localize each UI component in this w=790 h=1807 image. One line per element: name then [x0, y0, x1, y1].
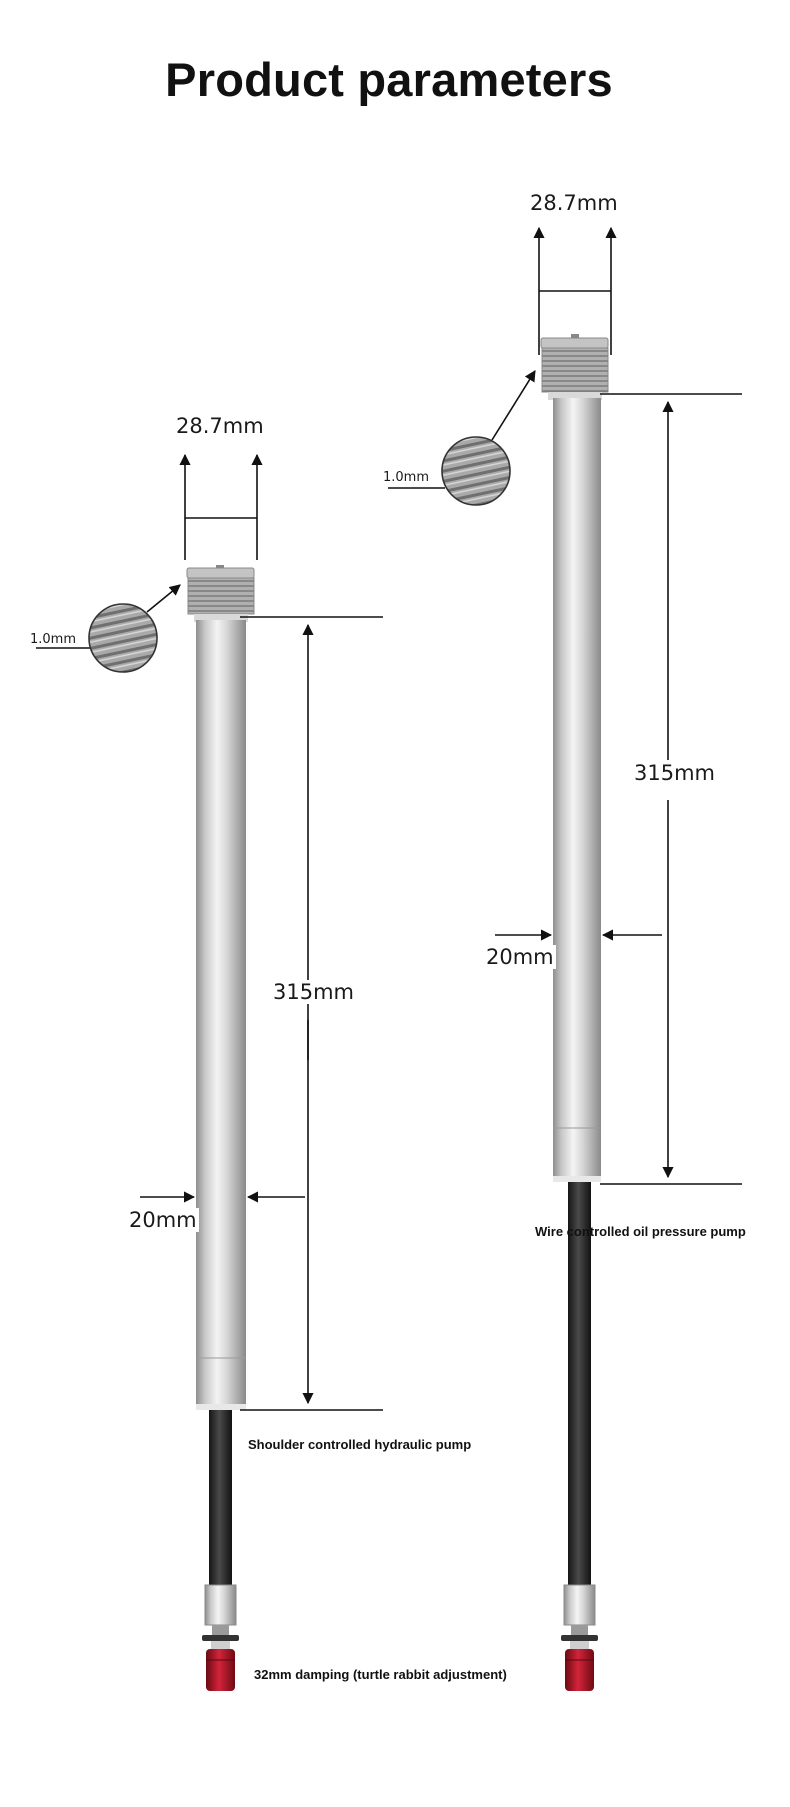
left-thread-zoom [88, 603, 158, 673]
left-fork-leg [186, 565, 255, 1691]
right-top-width-label: 28.7mm [528, 191, 620, 215]
right-thread-zoom [441, 436, 511, 506]
right-thread-pitch-label: 1.0mm [383, 470, 430, 485]
right-diameter-label: 20mm [484, 945, 556, 969]
left-top-width-label: 28.7mm [174, 414, 266, 438]
left-thread-pitch-label: 1.0mm [30, 632, 77, 647]
left-thread-callout-arrow [146, 584, 181, 613]
right-fork-leg [540, 334, 609, 1691]
left-pump-note: Shoulder controlled hydraulic pump [248, 1437, 472, 1452]
left-damping-note: 32mm damping (turtle rabbit adjustment) [254, 1667, 507, 1682]
right-pump-note: Wire controlled oil pressure pump [535, 1224, 746, 1239]
page-title: Product parameters [165, 53, 613, 106]
left-length-label: 315mm [271, 980, 356, 1004]
left-diameter-label: 20mm [127, 1208, 199, 1232]
right-length-label: 315mm [632, 761, 717, 785]
right-thread-callout-arrow [491, 370, 536, 441]
